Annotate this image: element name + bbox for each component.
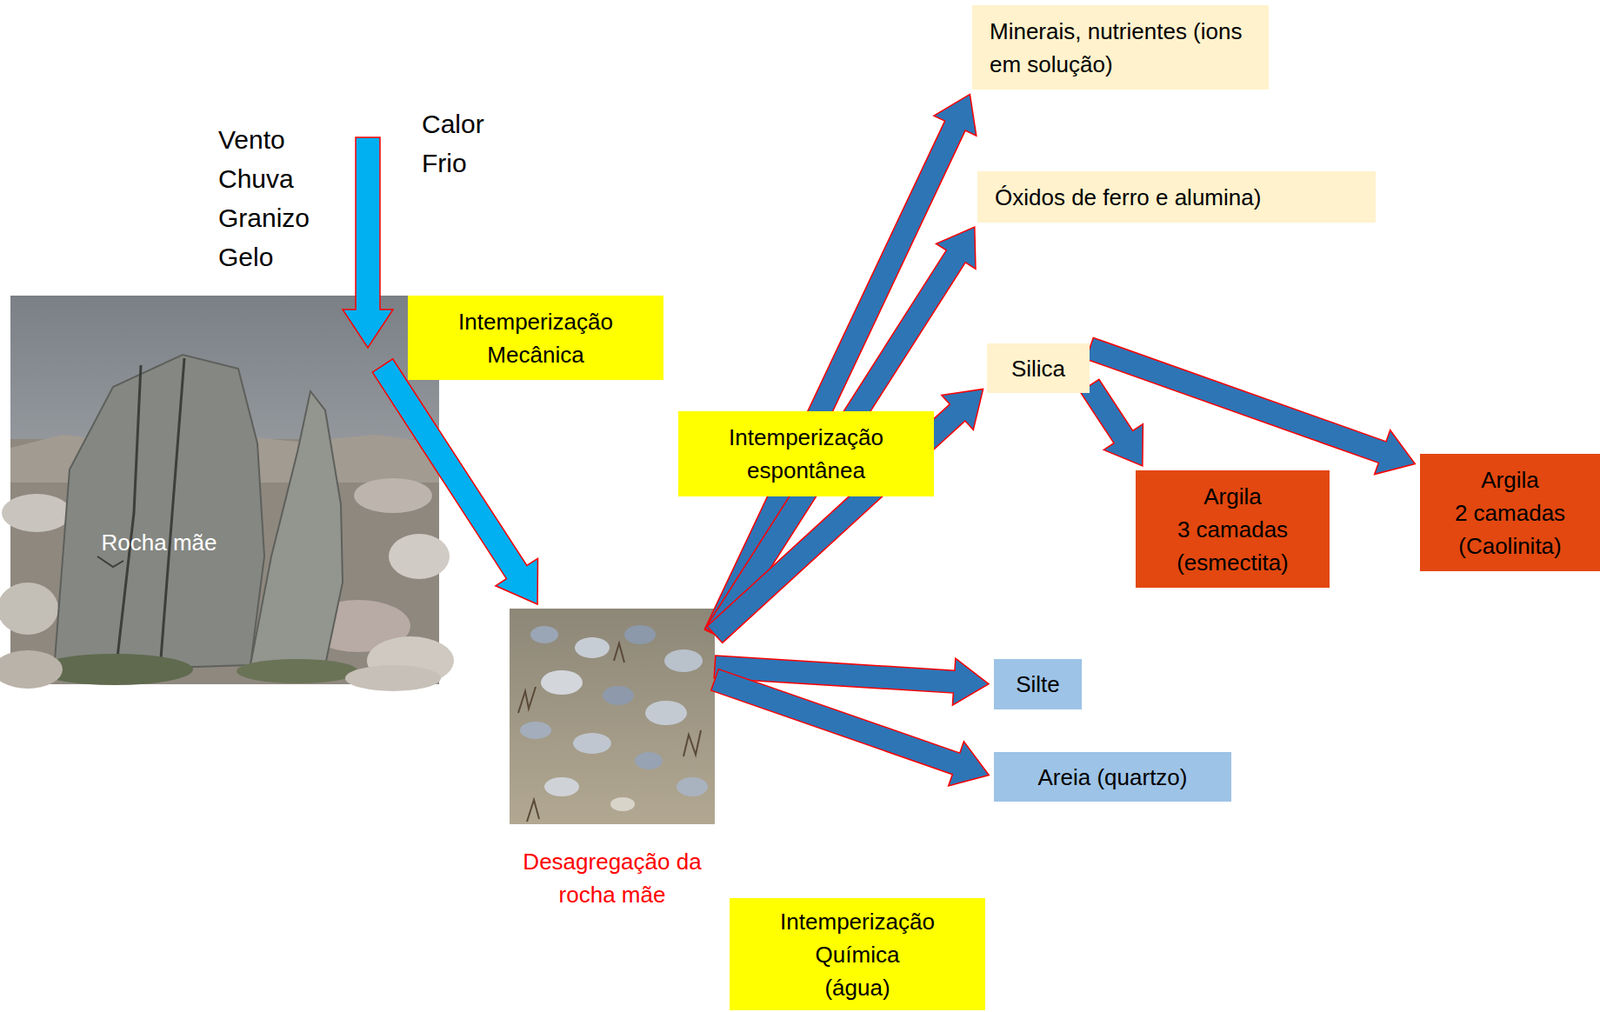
product-box: Minerais, nutrientes (ions em solução) xyxy=(972,5,1269,90)
product-box: Óxidos de ferro e alumina) xyxy=(977,171,1376,223)
node-text: Rocha mãe xyxy=(101,526,218,560)
rock-node: Rocha mãe xyxy=(10,295,383,685)
block-arrow xyxy=(706,389,983,644)
block-arrow xyxy=(704,93,977,640)
photo-caption: Desagregação da rocha mãe xyxy=(519,845,707,912)
agent-label: Frio xyxy=(421,144,467,183)
node-text: Intemperização espontânea xyxy=(728,420,884,487)
node-text: Óxidos de ferro e alumina) xyxy=(994,180,1261,214)
node-text: Intemperização Mecânica xyxy=(458,305,614,372)
block-arrow xyxy=(372,359,538,605)
agent-label: Gelo xyxy=(218,238,274,277)
clay-box: Argila2 camadas (Caolinita) xyxy=(1420,453,1600,572)
node-text: Areia (quartzo) xyxy=(1038,760,1188,794)
process-box: Intemperização espontânea xyxy=(678,411,934,497)
node-text: 3 camadas (esmectita) xyxy=(1167,513,1299,580)
agent-label: Calor xyxy=(421,105,485,144)
node-text: Argila xyxy=(1203,480,1261,514)
particle-box: Areia (quartzo) xyxy=(993,752,1232,802)
block-arrow xyxy=(711,669,990,787)
agent-label: Vento xyxy=(218,120,286,160)
process-box: Intemperização Mecânica xyxy=(407,295,664,380)
particle-box: Silte xyxy=(993,659,1082,710)
node-text: Argila xyxy=(1480,463,1539,497)
process-box: Intemperização Química (água) xyxy=(729,898,986,1011)
node-text: 2 camadas (Caolinita) xyxy=(1445,496,1576,563)
product-box: Silica xyxy=(986,343,1090,394)
clay-box: Argila3 camadas (esmectita) xyxy=(1135,470,1330,588)
node-text: Intemperização Química (água) xyxy=(780,905,935,1005)
node-text: Silte xyxy=(1015,667,1060,701)
gravel-photo xyxy=(509,608,715,825)
block-arrow xyxy=(1086,337,1416,474)
agent-arrow xyxy=(342,137,394,348)
gravel-node: Desagregação da rocha mãe xyxy=(509,608,715,825)
node-text: Silica xyxy=(1011,352,1066,386)
rock-photo xyxy=(0,295,454,692)
agent-label: Granizo xyxy=(218,199,310,238)
agent-label: Chuva xyxy=(218,160,294,199)
node-text: Minerais, nutrientes (ions em solução) xyxy=(989,14,1257,81)
